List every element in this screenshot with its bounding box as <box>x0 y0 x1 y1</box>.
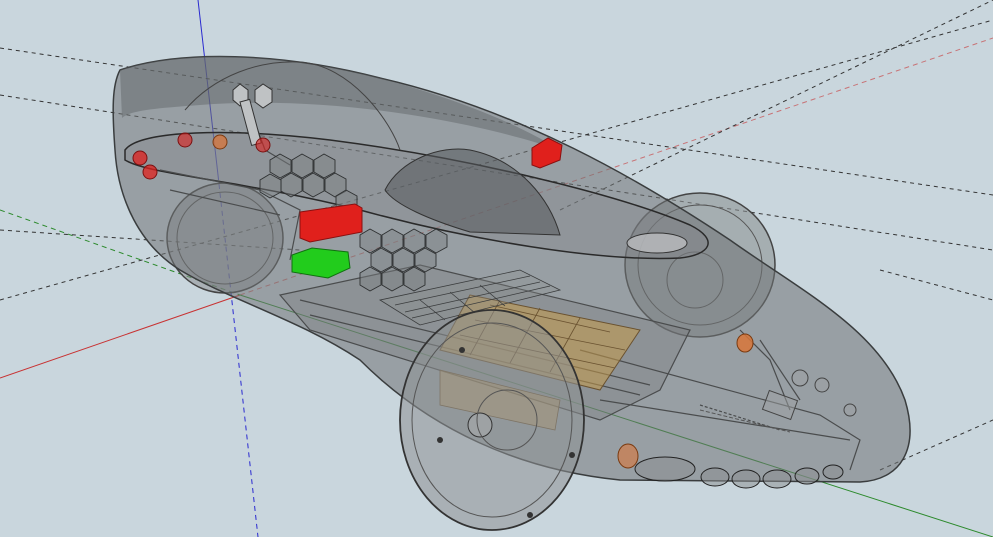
bottom-vents <box>634 456 844 489</box>
red-light-3 <box>177 132 193 148</box>
hex-seat-mesh <box>259 153 448 292</box>
green-axis-dashed <box>0 209 241 296</box>
seat-rack <box>378 269 562 326</box>
canopy-rim <box>124 61 709 260</box>
red-light-4 <box>255 137 271 153</box>
green-component <box>291 247 351 279</box>
orange-light-3 <box>617 443 639 469</box>
red-light-2 <box>142 164 158 180</box>
red-light-1 <box>132 150 148 166</box>
rear-suspension <box>699 369 857 433</box>
orange-light-1 <box>212 134 228 150</box>
velomobile-shell <box>112 55 911 483</box>
orange-light-2 <box>736 333 754 353</box>
red-components <box>132 132 563 243</box>
red-axis-dashed <box>239 37 993 296</box>
near-wheel <box>399 309 585 531</box>
steering-column <box>232 83 273 147</box>
rear-hatch <box>626 232 688 254</box>
red-mirror <box>531 137 563 169</box>
blue-axis-dashed <box>217 174 259 537</box>
red-axis-solid <box>0 294 241 379</box>
red-control-box <box>299 203 363 243</box>
